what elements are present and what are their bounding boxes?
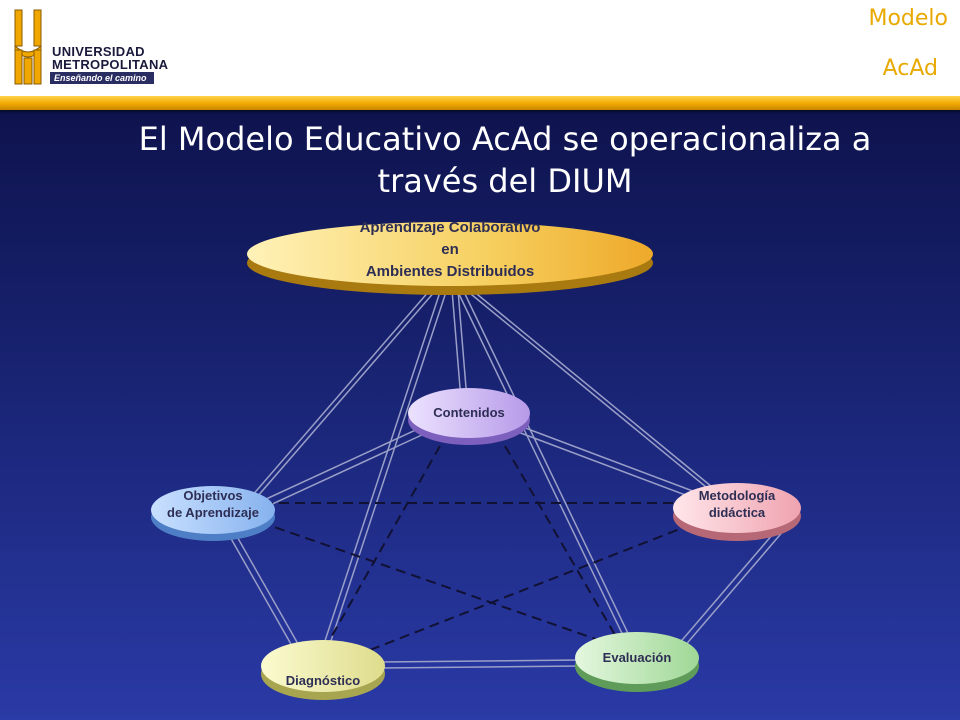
metodologia-label-line2: didáctica [709,505,766,520]
top-label-line2: en [441,241,459,258]
logo-line-metropolitana: METROPOLITANA [52,57,169,72]
corner-label-acad: AcAd [882,56,938,81]
logo-emblem-icon [14,9,42,85]
contenidos-label: Contenidos [433,405,505,420]
slide-header: UNIVERSIDAD METROPOLITANA Enseñando el c… [0,0,960,96]
node-metodologia: Metodología didáctica [673,483,801,541]
objetivos-label-line1: Objetivos [183,488,242,503]
top-label-line1: Aprendizaje Colaborativo [360,219,541,236]
university-logo [14,9,42,85]
node-aprendizaje-colaborativo: Aprendizaje Colaborativo en Ambientes Di… [247,219,653,295]
slide-title: El Modelo Educativo AcAd se operacionali… [138,120,872,200]
corner-label-modelo: Modelo [868,6,948,31]
logo-line-universidad: UNIVERSIDAD [52,44,145,59]
node-contenidos: Contenidos [408,388,530,445]
metodologia-label-line1: Metodología [699,488,776,503]
solid-connectors [224,289,792,669]
logo-tagline: Enseñando el camino [50,72,154,84]
top-label-line3: Ambientes Distribuidos [366,263,534,280]
evaluacion-label: Evaluación [603,650,672,665]
header-gold-bar [0,96,960,110]
objetivos-label-line2: de Aprendizaje [167,505,259,520]
dashed-connectors [215,445,691,651]
node-diagnostico: Diagnóstico [261,640,385,700]
node-evaluacion: Evaluación [575,632,699,692]
diagnostico-label: Diagnóstico [286,673,360,688]
node-objetivos: Objetivos de Aprendizaje [151,486,275,541]
